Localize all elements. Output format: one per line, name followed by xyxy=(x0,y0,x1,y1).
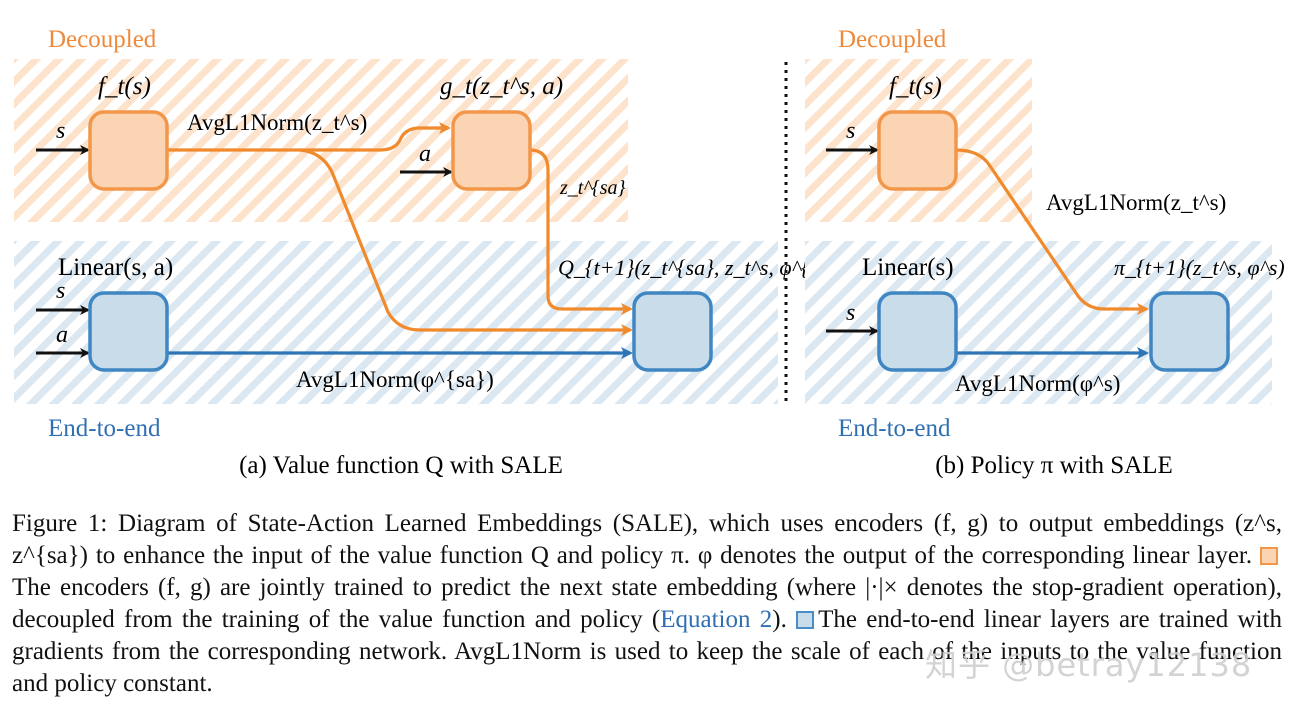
caption-part4: The end-to-end linear layers are trained… xyxy=(12,606,1283,697)
panel-a: Decoupled End-to-end f_t(s) g_t(z_t^s, a… xyxy=(14,26,845,479)
zs-to-pi-connection xyxy=(955,148,1149,315)
encoder-f-box-a xyxy=(88,110,169,191)
input-s-label-f-b: s xyxy=(846,118,855,144)
avg-phi-sa-label: AvgL1Norm(φ^{sa}) xyxy=(296,367,494,392)
f-label-a: f_t(s) xyxy=(98,73,151,100)
caption-part1: Figure 1: Diagram of State-Action Learne… xyxy=(12,510,1282,569)
pi-label: π_{t+1}(z_t^s, φ^s) xyxy=(1114,255,1285,280)
zsa-to-q-connection xyxy=(529,148,633,315)
end-to-end-label-a: End-to-end xyxy=(48,415,161,442)
linear-sa-label: Linear(s, a) xyxy=(58,254,173,281)
blue-square-icon xyxy=(796,611,815,629)
q-function-box xyxy=(632,291,713,372)
caption-part2: The encoders (f, g) are jointly trained … xyxy=(12,574,1282,633)
panel-b: Decoupled End-to-end f_t(s) Linear(s) π_… xyxy=(805,26,1285,479)
input-a-label-g: a xyxy=(419,141,431,167)
linear-s-label: Linear(s) xyxy=(862,254,954,281)
policy-box xyxy=(1149,291,1230,372)
encoder-g-box xyxy=(451,110,532,191)
end-to-end-label-b: End-to-end xyxy=(838,415,951,442)
input-s-label-linear-b: s xyxy=(846,300,855,326)
subcaption-a: (a) Value function Q with SALE xyxy=(239,452,563,479)
linear-s-box xyxy=(877,291,958,372)
zs-to-q-connection xyxy=(299,148,633,336)
watermark: 知乎 @betray12138 xyxy=(925,646,1253,684)
linear-sa-box xyxy=(88,291,169,372)
caption-part3: ). xyxy=(772,606,787,633)
avg-zs-label-b: AvgL1Norm(z_t^s) xyxy=(1046,190,1226,215)
zs-to-g-connection xyxy=(167,122,451,152)
equation-link[interactable]: Equation 2 xyxy=(660,606,773,633)
input-s-label-f: s xyxy=(56,118,65,144)
subcaption-b: (b) Policy π with SALE xyxy=(935,452,1173,479)
orange-square-icon xyxy=(1260,547,1278,565)
avg-zs-label-a: AvgL1Norm(z_t^s) xyxy=(187,110,367,135)
encoder-f-box-b xyxy=(877,110,958,191)
figure-caption: Figure 1: Diagram of State-Action Learne… xyxy=(12,508,1282,700)
input-a-label-linear: a xyxy=(56,322,68,348)
decoupled-label-b: Decoupled xyxy=(838,26,947,53)
decoupled-label-a: Decoupled xyxy=(48,26,157,53)
input-s-label-linear: s xyxy=(56,278,65,304)
f-label-b: f_t(s) xyxy=(889,73,942,100)
q-label: Q_{t+1}(z_t^{sa}, z_t^s, φ^{sa}) xyxy=(558,255,845,280)
zsa-label: z_t^{sa} xyxy=(559,177,626,199)
g-label: g_t(z_t^s, a) xyxy=(440,73,563,100)
sale-diagram: Decoupled End-to-end f_t(s) g_t(z_t^s, a… xyxy=(14,26,1285,479)
avg-phi-s-label: AvgL1Norm(φ^s) xyxy=(955,371,1120,396)
